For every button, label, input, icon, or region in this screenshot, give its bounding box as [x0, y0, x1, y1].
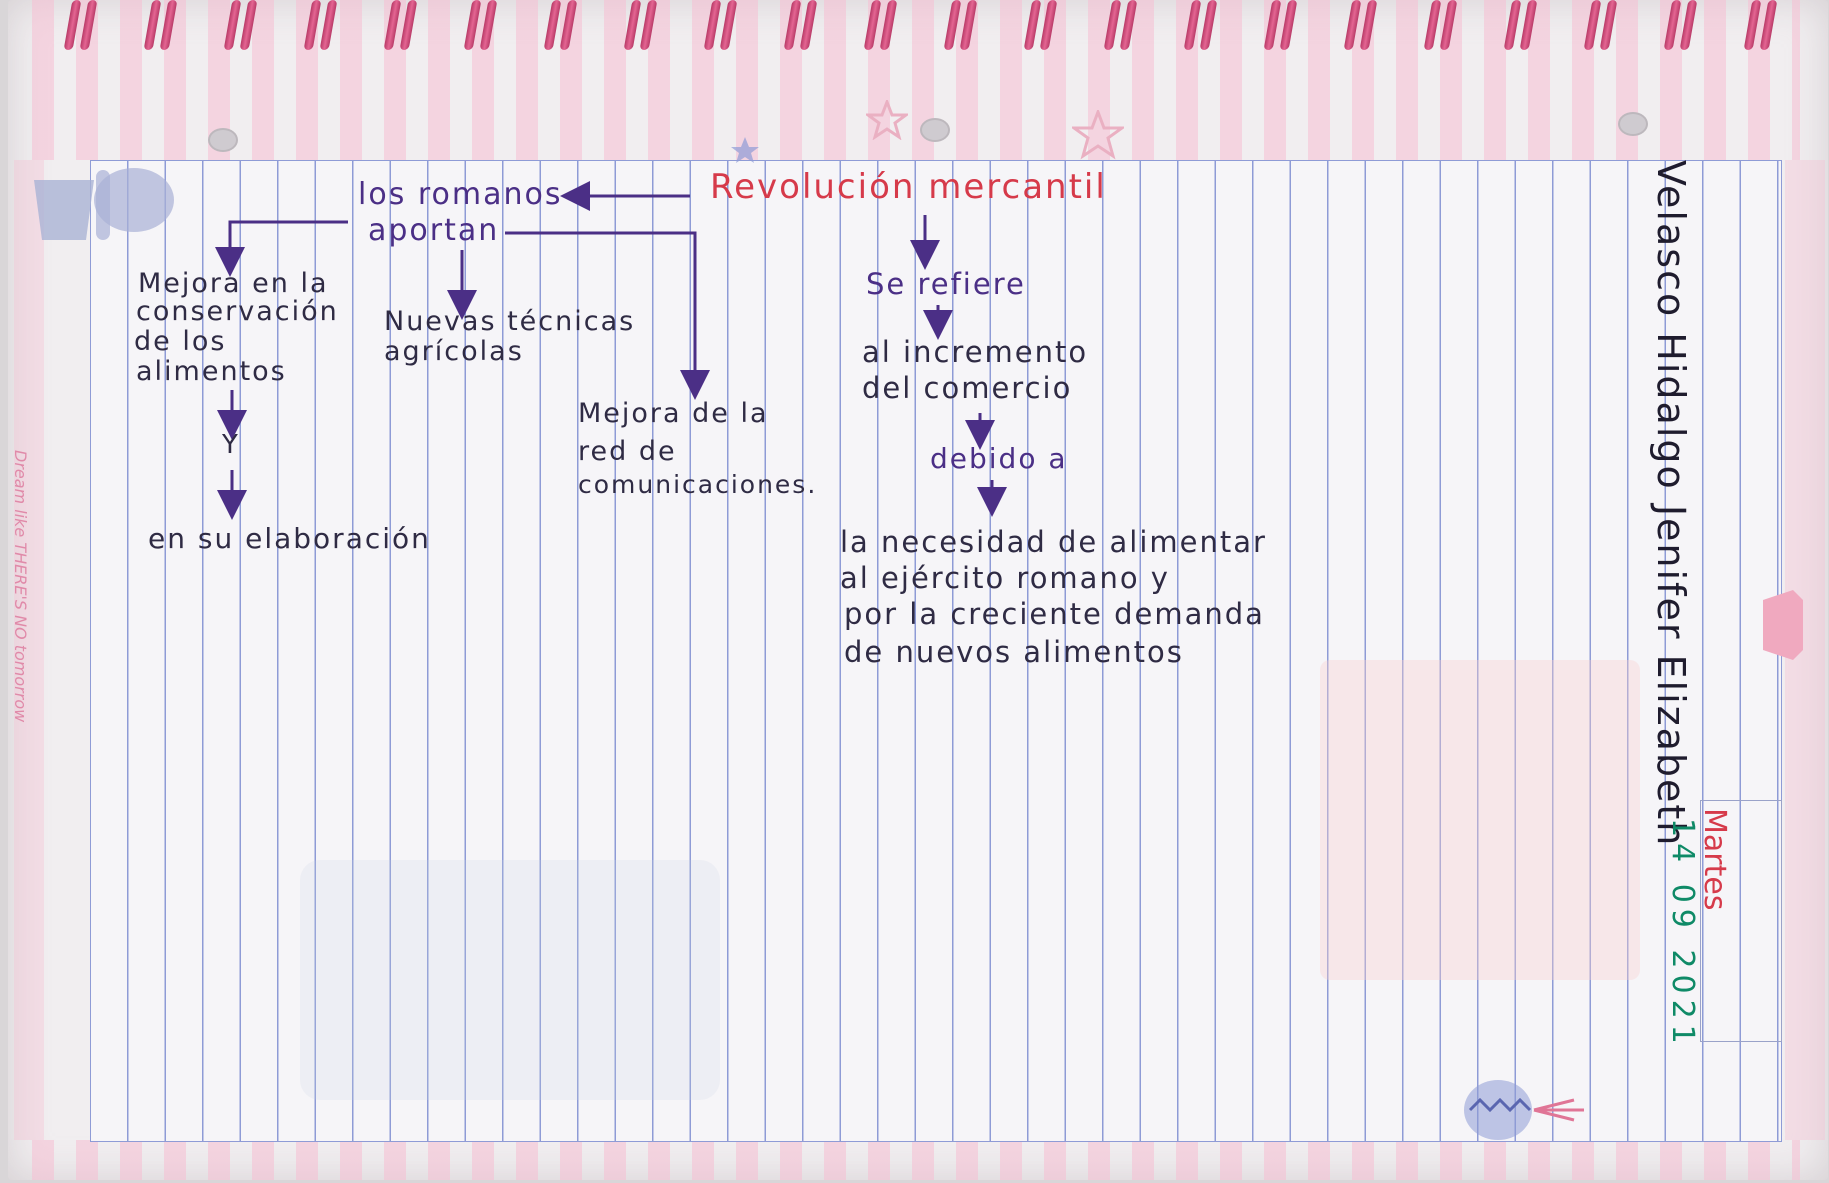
item1-line1: Mejora en la: [138, 268, 329, 299]
item3-line1: Mejora de la: [578, 398, 769, 429]
brand-tag-icon: [1763, 590, 1803, 660]
cause-line4: de nuevos alimentos: [844, 635, 1184, 669]
star-doodle-icon: [866, 100, 908, 140]
connector-word: Y: [222, 430, 240, 460]
cause-line2: al ejército romano y: [840, 561, 1170, 595]
cause-line3: por la creciente demanda: [844, 597, 1265, 631]
pineapple-doodle-icon: [1464, 1080, 1584, 1140]
definition-line2: del comercio: [862, 371, 1073, 405]
item1-line3: de los: [134, 326, 227, 357]
date-box: [1700, 800, 1782, 1042]
star-doodle-icon: [731, 137, 759, 163]
link-debido-a: debido a: [930, 442, 1068, 475]
left-branch-heading-line2: aportan: [368, 213, 500, 248]
binder-hole-icon: [920, 118, 950, 142]
faded-print-through-2: [300, 860, 720, 1100]
definition-line1: al incremento: [862, 335, 1089, 369]
faded-print-through: [1320, 660, 1640, 980]
binder-hole-icon: [1618, 112, 1648, 136]
item2-line2: agrícolas: [384, 336, 524, 367]
date-label: 14 09 2021: [1665, 818, 1700, 1050]
day-label: Martes: [1697, 808, 1732, 911]
cactus-pot-icon: [34, 168, 174, 240]
student-name: Velasco Hidalgo Jenifer Elizabeth: [1649, 160, 1693, 848]
item3-line2: red de: [578, 436, 677, 467]
sub-item: en su elaboración: [148, 522, 431, 555]
binder-hole-icon: [208, 128, 238, 152]
central-topic: Revolución mercantil: [710, 167, 1107, 207]
left-branch-heading-line1: los romanos: [358, 177, 563, 212]
item1-line2: conservación: [136, 296, 339, 327]
star-doodle-icon: [1072, 110, 1124, 160]
cause-line1: la necesidad de alimentar: [840, 525, 1267, 559]
left-margin-band: [14, 160, 44, 1140]
item3-line3: comunicaciones.: [578, 470, 818, 499]
link-se-refiere: Se refiere: [866, 267, 1026, 301]
item1-line4: alimentos: [136, 356, 287, 387]
item2-line1: Nuevas técnicas: [384, 306, 636, 337]
bottom-pink-stripes: [10, 1140, 1800, 1180]
